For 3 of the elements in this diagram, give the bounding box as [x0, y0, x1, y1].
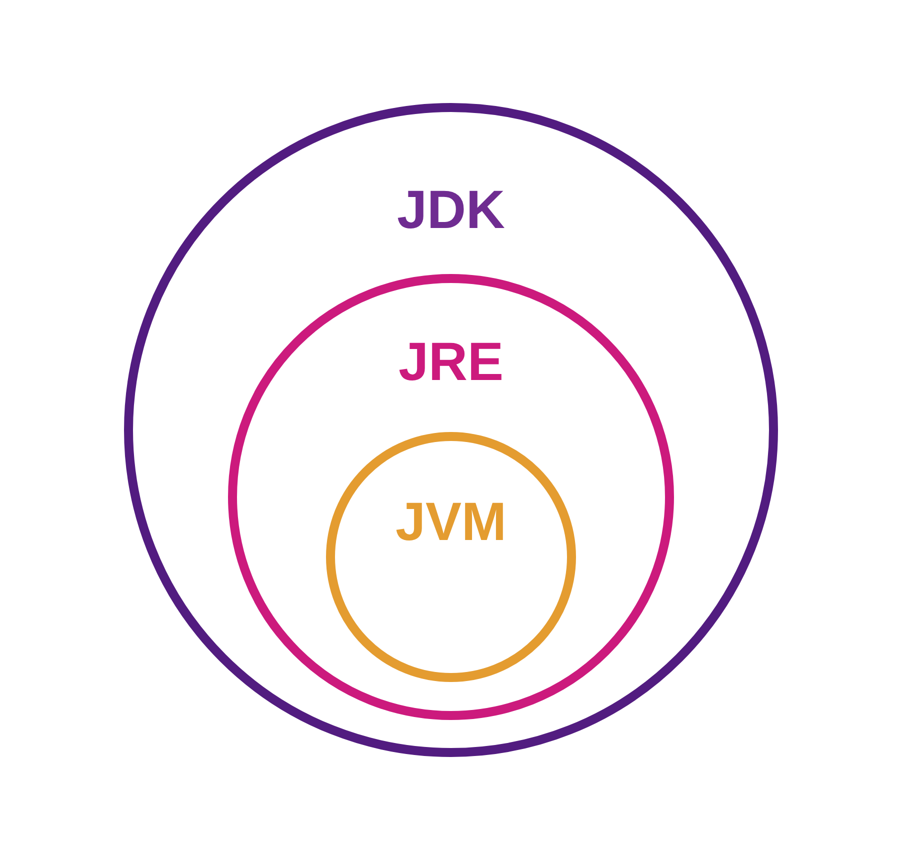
- circle-label: JRE: [398, 335, 504, 389]
- circle-label: JVM: [395, 495, 507, 549]
- circle-label: JDK: [396, 183, 506, 237]
